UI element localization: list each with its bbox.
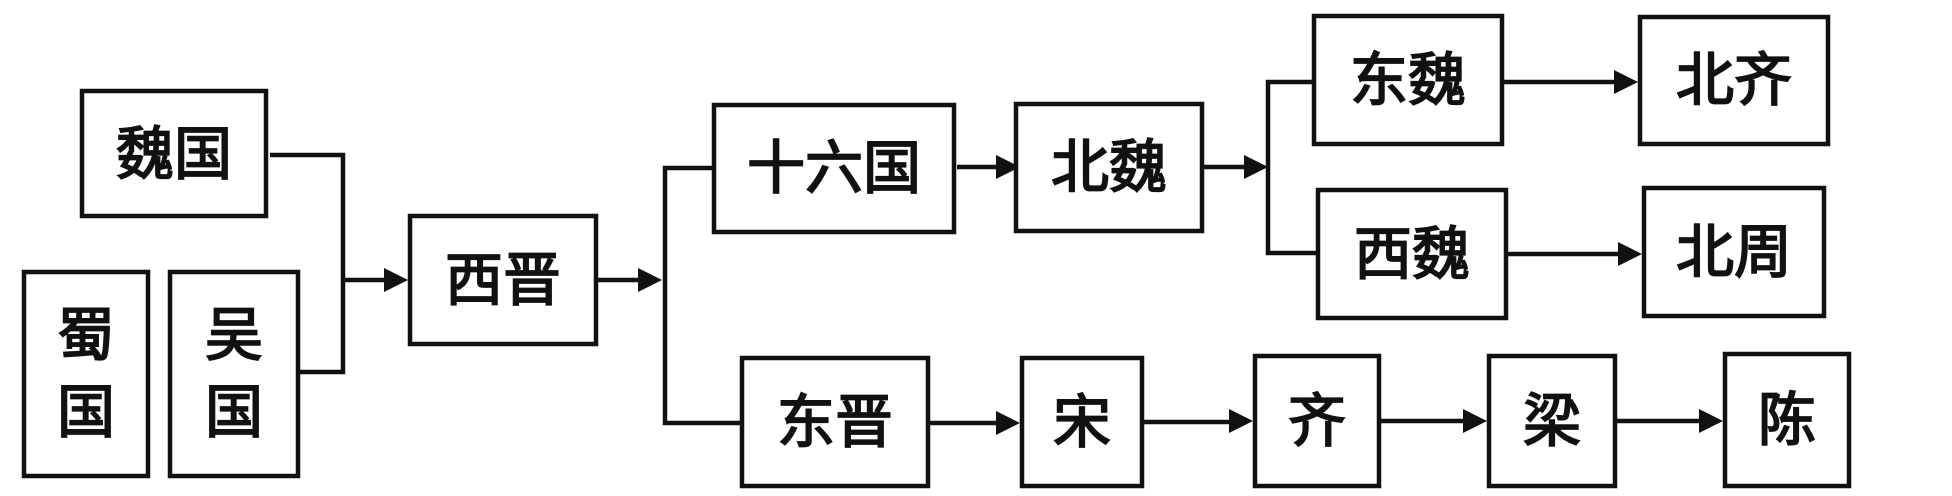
arrowhead-to-northern-split xyxy=(1244,155,1268,179)
connector-wei-to-merge xyxy=(270,152,346,280)
node-northern-wei: 北魏 xyxy=(1013,101,1205,234)
arrowhead-to-northern-qi xyxy=(1614,70,1638,94)
node-liang-label: 梁 xyxy=(1523,387,1581,455)
node-western-wei-label: 西魏 xyxy=(1354,220,1470,288)
node-sixteen-kingdoms-label: 十六国 xyxy=(747,134,921,202)
node-wu-state-label-line2: 国 xyxy=(205,378,263,446)
node-song-label: 宋 xyxy=(1053,388,1111,456)
connectors xyxy=(270,70,1723,435)
node-eastern-jin-label: 东晋 xyxy=(777,388,893,456)
node-wei-state-label: 魏国 xyxy=(116,120,232,188)
node-northern-wei-label: 北魏 xyxy=(1051,133,1167,201)
node-northern-zhou: 北周 xyxy=(1641,185,1827,319)
connector-split-branches xyxy=(662,165,740,426)
node-sixteen-kingdoms: 十六国 xyxy=(711,102,957,235)
node-northern-qi-label: 北齐 xyxy=(1676,46,1792,114)
arrowhead-to-liang xyxy=(1463,409,1487,433)
connector-wu-to-merge xyxy=(300,280,346,375)
node-qi: 齐 xyxy=(1252,353,1382,489)
arrowhead-to-chen xyxy=(1699,409,1723,433)
node-song: 宋 xyxy=(1019,355,1145,489)
node-northern-qi: 北齐 xyxy=(1637,14,1831,147)
node-qi-label: 齐 xyxy=(1288,387,1346,455)
node-eastern-wei: 东魏 xyxy=(1311,13,1505,147)
node-eastern-jin: 东晋 xyxy=(739,355,931,489)
arrowhead-to-northern-wei xyxy=(996,155,1020,179)
arrowhead-to-western-jin xyxy=(384,268,408,292)
node-northern-zhou-label: 北周 xyxy=(1676,218,1792,286)
node-wu-state: 吴 国 xyxy=(167,269,301,479)
connector-northern-split-branches xyxy=(1265,79,1318,256)
node-shu-state: 蜀 国 xyxy=(21,269,151,479)
node-chen-label: 陈 xyxy=(1758,386,1816,454)
arrowhead-to-song xyxy=(996,411,1020,435)
node-chen: 陈 xyxy=(1722,351,1852,489)
node-eastern-wei-label: 东魏 xyxy=(1350,46,1466,114)
node-wei-state: 魏国 xyxy=(79,88,269,219)
node-wu-state-label-line1: 吴 xyxy=(205,301,263,369)
node-liang: 梁 xyxy=(1486,353,1618,489)
node-shu-state-label-line1: 蜀 xyxy=(57,301,115,369)
node-western-wei: 西魏 xyxy=(1315,187,1509,321)
node-shu-state-label-line2: 国 xyxy=(57,378,115,446)
node-western-jin-label: 西晋 xyxy=(445,246,561,314)
node-western-jin: 西晋 xyxy=(407,213,599,347)
arrowhead-to-northern-zhou xyxy=(1618,242,1642,266)
arrowhead-to-split xyxy=(638,268,662,292)
arrowhead-to-qi xyxy=(1229,409,1253,433)
